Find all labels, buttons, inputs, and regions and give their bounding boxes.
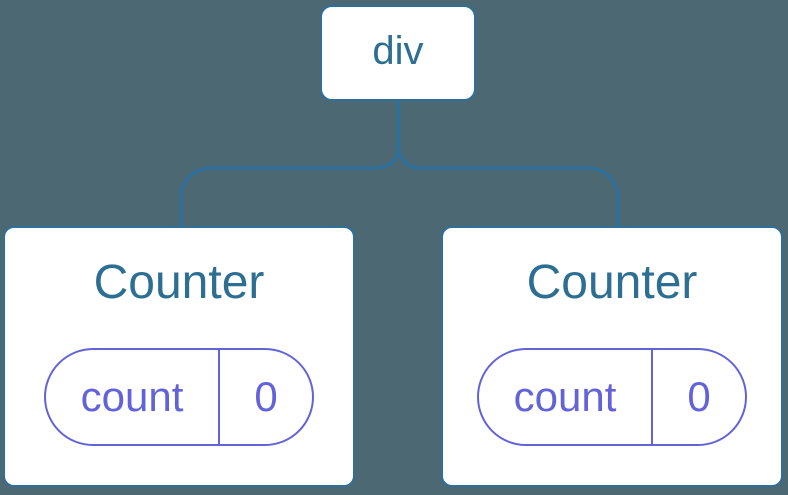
state-key: count — [479, 349, 653, 444]
state-value: 0 — [687, 372, 711, 420]
counter-card-right: Counter count 0 — [441, 226, 783, 487]
state-key: count — [46, 349, 220, 444]
root-node-div: div — [320, 5, 476, 101]
connector-branch-right — [396, 146, 620, 228]
connector-branch-left — [179, 146, 401, 228]
counter-title: Counter — [526, 256, 698, 309]
counter-card-left: Counter count 0 — [3, 226, 355, 487]
counter-title: Counter — [93, 256, 265, 309]
root-node-label: div — [372, 29, 424, 73]
state-pill: count 0 — [44, 347, 314, 446]
state-value: 0 — [254, 372, 278, 420]
state-pill: count 0 — [477, 347, 747, 446]
